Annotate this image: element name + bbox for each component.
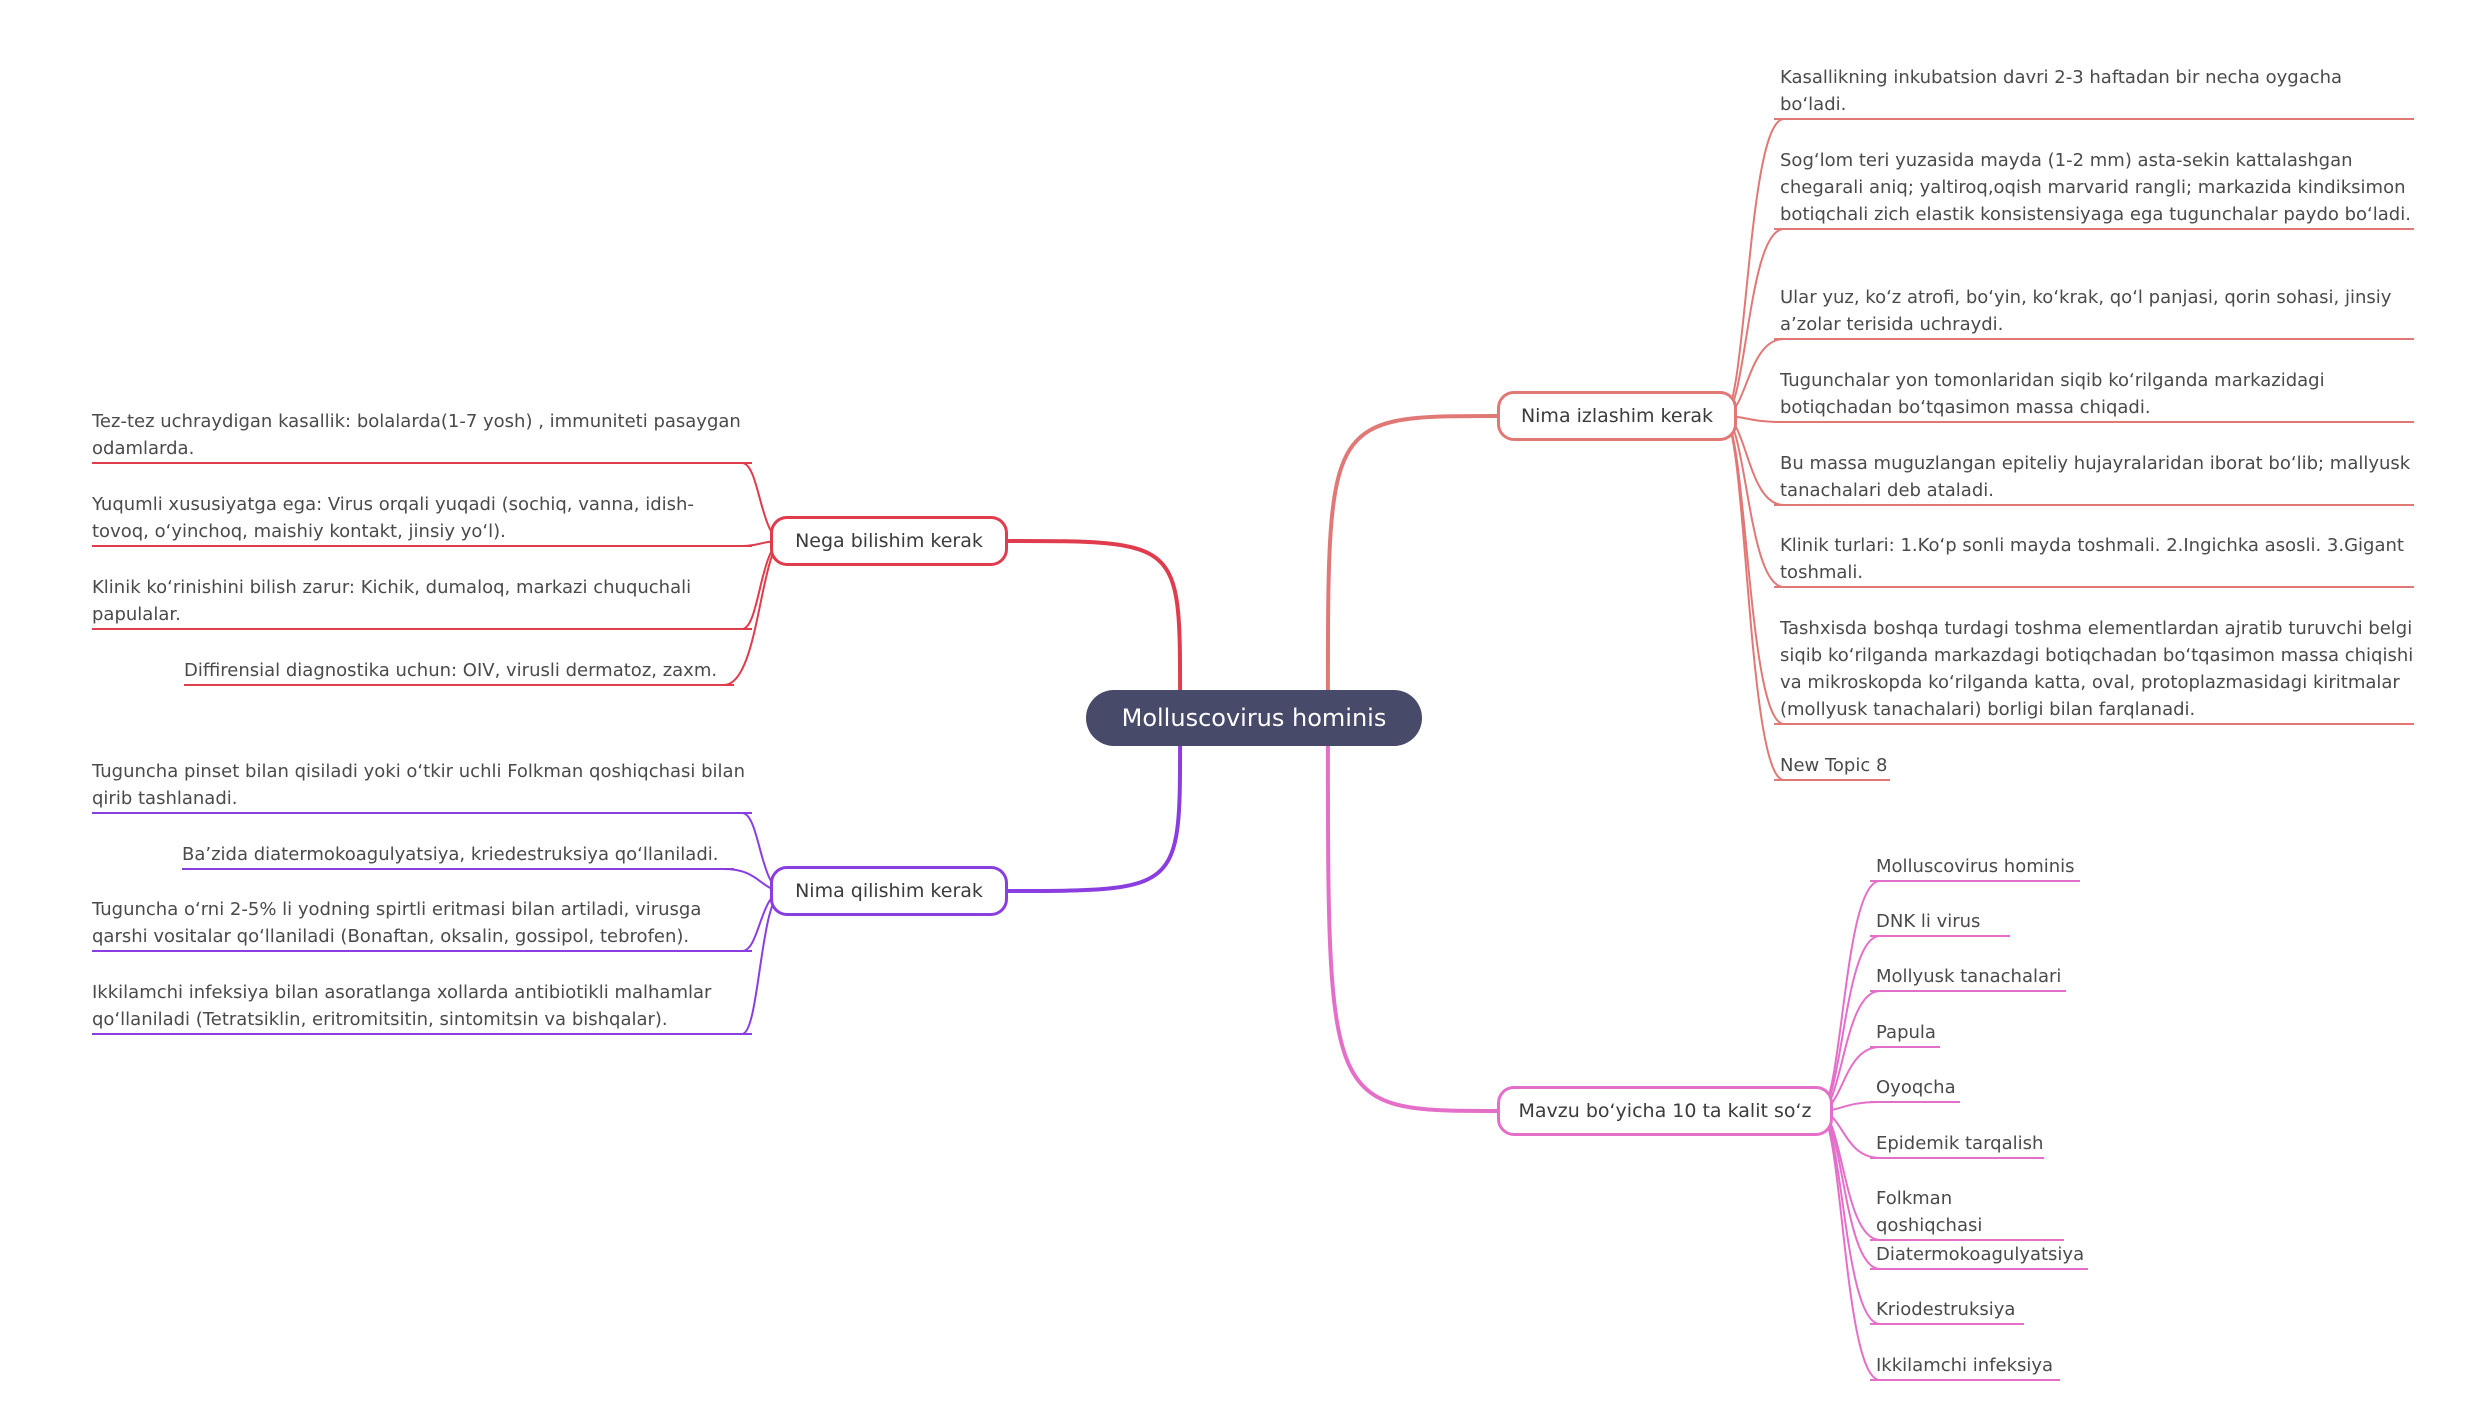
keyword-item[interactable]: DNK li virus <box>1870 908 2010 937</box>
branch-connector <box>1325 741 1498 1113</box>
leaf-iodine-treatment[interactable]: Tuguncha o‘rni 2-5% li yodning spirtli e… <box>92 896 752 952</box>
keyword-item[interactable]: Kriodestruksiya <box>1870 1296 2024 1325</box>
leaf-contagious[interactable]: Yuqumli xususiyatga ega: Virus orqali yu… <box>92 491 752 547</box>
leaf-common-disease[interactable]: Tez-tez uchraydigan kasallik: bolalarda(… <box>92 408 752 464</box>
connector-lines <box>723 118 1881 1381</box>
keyword-item[interactable]: Folkman qoshiqchasi <box>1870 1185 2064 1241</box>
leaf-locations[interactable]: Ular yuz, ko‘z atrofi, bo‘yin, ko‘krak, … <box>1774 284 2414 340</box>
leaf-clinical-view[interactable]: Klinik ko‘rinishini bilish zarur: Kichik… <box>92 574 752 630</box>
central-topic[interactable]: Molluscovirus hominis <box>1086 690 1422 746</box>
leaf-skin-nodules[interactable]: Sog‘lom teri yuzasida mayda (1-2 mm) ast… <box>1774 147 2414 230</box>
leaf-diathermocoagulation[interactable]: Ba’zida diatermokoagulyatsiya, kriedestr… <box>182 841 734 870</box>
keyword-item[interactable]: Molluscovirus hominis <box>1870 853 2080 882</box>
keyword-item[interactable]: Epidemik tarqalish <box>1870 1130 2044 1159</box>
branch-nima-qilishim-kerak[interactable]: Nima qilishim kerak <box>770 866 1008 916</box>
leaf-connector <box>1722 415 1785 781</box>
leaf-mollusk-bodies[interactable]: Bu massa muguzlangan epiteliy hujayralar… <box>1774 450 2414 506</box>
branch-nega-bilishim-kerak[interactable]: Nega bilishim kerak <box>770 516 1008 566</box>
branch-connector <box>1007 539 1183 695</box>
branch-connector <box>1007 741 1183 893</box>
branch-nima-izlashim-kerak[interactable]: Nima izlashim kerak <box>1497 391 1737 441</box>
leaf-pressed-nodules[interactable]: Tugunchalar yon tomonlaridan siqib ko‘ri… <box>1774 367 2414 423</box>
leaf-removal[interactable]: Tuguncha pinset bilan qisiladi yoki o‘tk… <box>92 758 752 814</box>
leaf-diagnosis[interactable]: Tashxisda boshqa turdagi toshma elementl… <box>1774 615 2414 725</box>
branch-connector <box>1325 414 1498 695</box>
branch-kalit-sozlar[interactable]: Mavzu bo‘yicha 10 ta kalit so‘z <box>1497 1086 1833 1136</box>
keyword-item[interactable]: Ikkilamchi infeksiya <box>1870 1352 2060 1381</box>
keyword-item[interactable]: Diatermokoagulyatsiya <box>1870 1241 2088 1270</box>
leaf-antibiotics[interactable]: Ikkilamchi infeksiya bilan asoratlanga x… <box>92 979 752 1035</box>
keyword-item[interactable]: Oyoqcha <box>1870 1074 1960 1103</box>
leaf-new-topic-8[interactable]: New Topic 8 <box>1774 752 1890 781</box>
keyword-item[interactable]: Mollyusk tanachalari <box>1870 963 2066 992</box>
keyword-item[interactable]: Papula <box>1870 1019 1940 1048</box>
leaf-differential-diagnosis[interactable]: Diffirensial diagnostika uchun: OIV, vir… <box>184 657 734 686</box>
leaf-incubation-period[interactable]: Kasallikning inkubatsion davri 2-3 hafta… <box>1774 64 2414 120</box>
leaf-clinical-types[interactable]: Klinik turlari: 1.Ko‘p sonli mayda toshm… <box>1774 532 2414 588</box>
